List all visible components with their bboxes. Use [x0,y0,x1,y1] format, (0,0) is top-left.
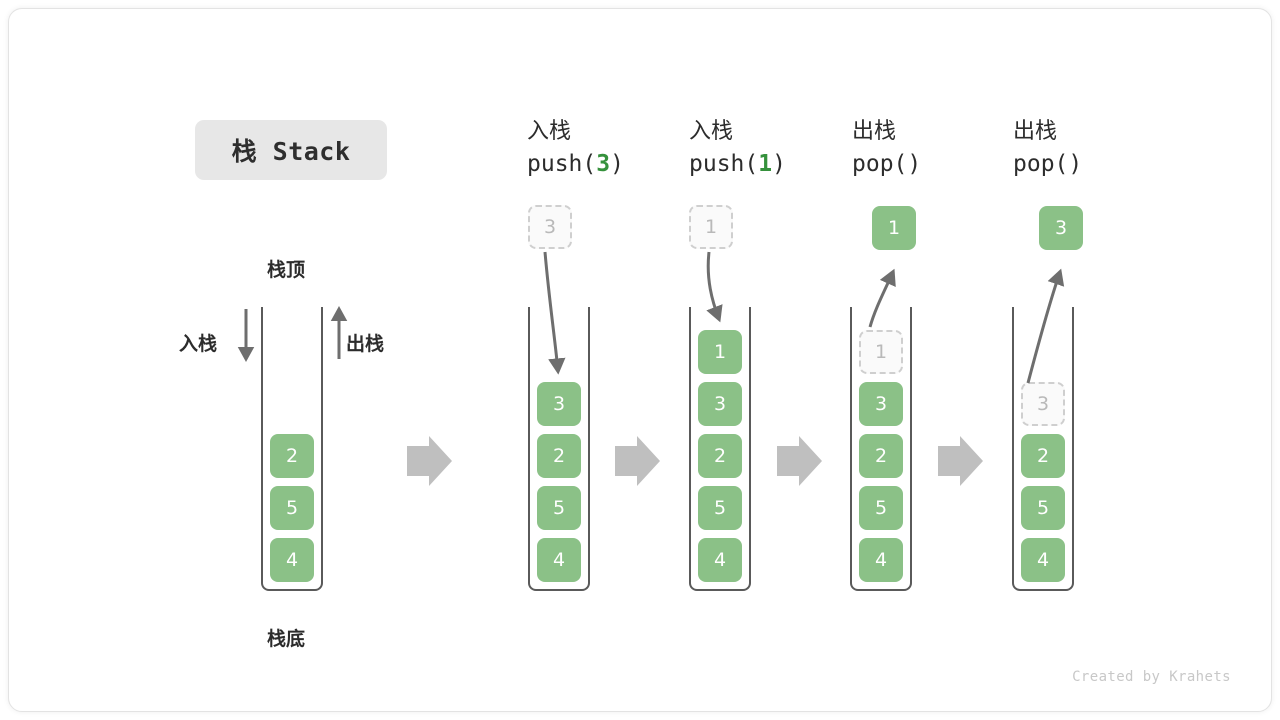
diagram-card: 栈 Stack 栈顶 栈底 入栈 出栈 2 5 4 入栈 push(3) 3 3… [8,8,1272,712]
code-suffix: ) [610,151,624,177]
stack-cell-ghost: 3 [1021,382,1065,426]
stack-tube [261,307,323,591]
stack-cell: 4 [1021,538,1065,582]
column-header-code: pop() [852,147,1012,181]
column-header-cn: 入栈 [689,119,734,144]
column-header-code: push(1) [689,147,849,181]
stack-cell: 5 [1021,486,1065,530]
title-badge: 栈 Stack [195,120,387,180]
code-prefix: push( [527,151,597,177]
column-header-cn: 出栈 [1013,119,1058,144]
stack-cell: 2 [859,434,903,478]
incoming-ghost-box: 3 [528,205,572,249]
stack-top-label: 栈顶 [267,259,306,281]
stack-cell: 2 [537,434,581,478]
stack-cell: 3 [859,382,903,426]
stack-cell: 1 [698,330,742,374]
stack-cell: 2 [1021,434,1065,478]
flow-arrow-3 [777,436,822,486]
pop-direction-label: 出栈 [346,333,385,355]
popped-value-box: 3 [1039,206,1083,250]
arrows-overlay [237,251,1065,486]
stack-cell-ghost: 1 [859,330,903,374]
flow-arrow-4 [938,436,983,486]
column-header-push-3: 入栈 push(3) [527,117,687,181]
credit-text: Created by Krahets [1072,669,1231,685]
column-header-cn: 入栈 [527,119,572,144]
stack-cell: 4 [537,538,581,582]
stack-cell: 5 [859,486,903,530]
popped-value-box: 1 [872,206,916,250]
stack-cell: 2 [270,434,314,478]
code-suffix: ) [772,151,786,177]
stack-tube [528,307,590,591]
code-prefix: push( [689,151,759,177]
code-argument: 3 [596,151,611,177]
stack-cell: 4 [698,538,742,582]
column-header-push-1: 入栈 push(1) [689,117,849,181]
incoming-ghost-box: 1 [689,205,733,249]
column-header-pop-1: 出栈 pop() [852,117,1012,181]
stack-tube [1012,307,1074,591]
stack-cell: 2 [698,434,742,478]
stack-cell: 3 [698,382,742,426]
code-argument: 1 [758,151,773,177]
stack-cell: 5 [537,486,581,530]
column-header-code: push(3) [527,147,687,181]
stack-cell: 4 [270,538,314,582]
code-suffix: ) [907,151,922,177]
stack-cell: 3 [537,382,581,426]
code-suffix: ) [1068,151,1083,177]
stack-cell: 5 [270,486,314,530]
stack-bottom-label: 栈底 [267,628,306,650]
stack-cell: 4 [859,538,903,582]
flow-arrow-2 [615,436,660,486]
push-direction-label: 入栈 [179,333,218,355]
code-prefix: pop( [852,151,908,177]
stack-cell: 5 [698,486,742,530]
stack-tube [689,307,751,591]
column-header-code: pop() [1013,147,1173,181]
column-header-pop-3: 出栈 pop() [1013,117,1173,181]
code-prefix: pop( [1013,151,1069,177]
flow-arrow-1 [407,436,452,486]
column-header-cn: 出栈 [852,119,897,144]
stack-tube [850,307,912,591]
